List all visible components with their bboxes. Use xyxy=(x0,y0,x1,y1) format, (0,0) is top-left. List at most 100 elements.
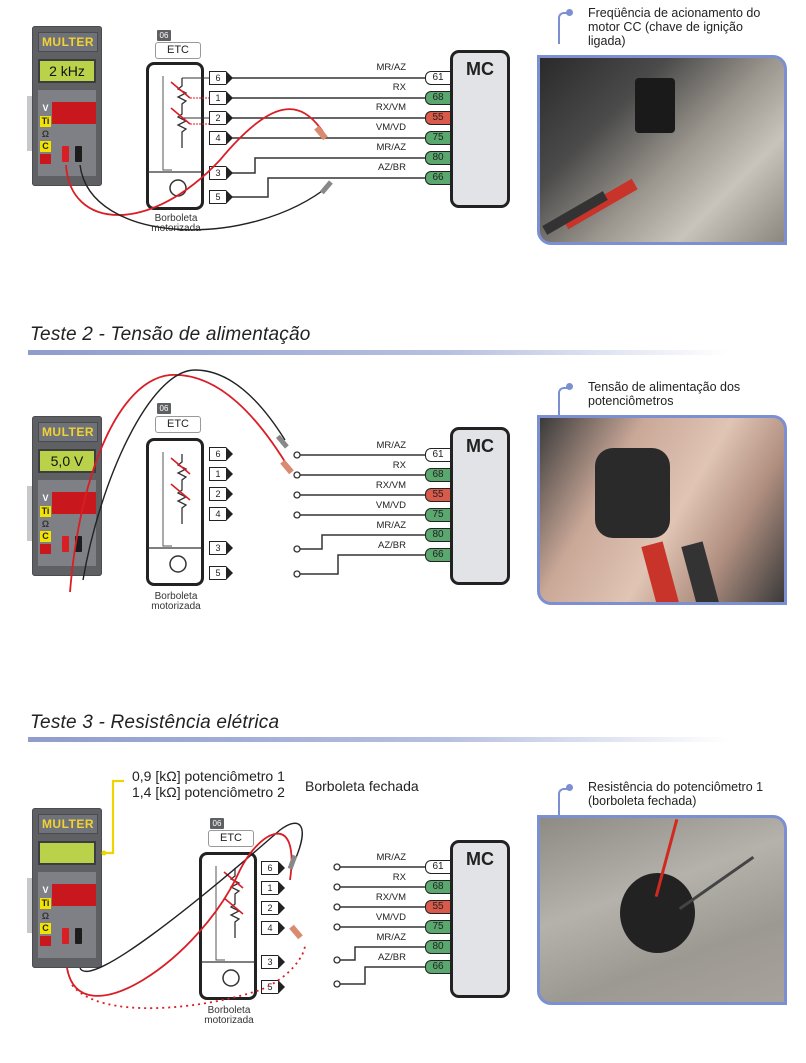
meter-button-ti[interactable]: Ti xyxy=(40,116,51,127)
meter-brand: MULTER xyxy=(38,32,98,52)
photo3-caption-line1: Resistência do potenciômetro 1 xyxy=(588,780,764,794)
etc-pin-4: 4 xyxy=(261,920,285,935)
photo-connector-shape xyxy=(635,78,675,133)
mc-pin-75: 75 xyxy=(425,508,451,522)
mc-pin-75: 75 xyxy=(425,920,451,934)
meter-side-grip xyxy=(27,486,32,541)
meter-display: 2 kHz xyxy=(38,59,96,83)
meter-rpm-button[interactable] xyxy=(40,544,51,554)
photo-probe-connector xyxy=(537,55,787,245)
meter-button-v[interactable]: V xyxy=(42,493,49,503)
wire-66 xyxy=(300,554,425,575)
etc-caption-line1: Borboleta xyxy=(154,213,198,224)
wire-label-rx: RX xyxy=(392,82,406,93)
etc-pin-5: 5 xyxy=(209,565,233,580)
meter-rpm-button[interactable] xyxy=(40,936,51,946)
wire-label-vm-vd: VM/VD xyxy=(375,912,406,923)
etc-pin-4: 4 xyxy=(209,506,233,521)
red-probe-jack xyxy=(62,146,69,162)
etc-pin-4: 4 xyxy=(209,130,233,145)
mc-label: MC xyxy=(466,436,494,456)
etc-throttle-body xyxy=(199,852,257,1000)
caption-connector xyxy=(558,12,570,44)
wire-5-66 xyxy=(232,177,425,198)
photo2-caption-line1: Tensão de alimentação dos xyxy=(588,380,741,394)
test3-title: Teste 3 - Resistência elétrica xyxy=(30,712,280,733)
black-probe-jack xyxy=(75,928,82,944)
wire-label-mr-az-61: MR/AZ xyxy=(376,440,406,451)
etc-number: 06 xyxy=(210,818,224,829)
mc-pin-66: 66 xyxy=(425,960,451,974)
red-probe-tip xyxy=(289,924,303,940)
etc-pin-3: 3 xyxy=(209,540,233,555)
black-probe-wire xyxy=(79,822,303,973)
photo-connector-pins xyxy=(537,415,787,605)
etc-number: 06 xyxy=(157,403,171,414)
meter-button-c[interactable]: C xyxy=(40,531,51,542)
mc-pin-66: 66 xyxy=(425,548,451,562)
caption-bullet-icon xyxy=(566,784,573,791)
wire-label-vm-vd: VM/VD xyxy=(375,122,406,133)
red-probe-jack xyxy=(62,928,69,944)
red-probe-dotted-wire xyxy=(71,944,306,1010)
mc-pin-68: 68 xyxy=(425,91,451,105)
meter-button-ohm[interactable]: Ω xyxy=(41,519,50,529)
caption-bullet-icon xyxy=(566,383,573,390)
meter-button-c[interactable]: C xyxy=(40,923,51,934)
etc-pin-3: 3 xyxy=(261,954,285,969)
etc-pin-2: 2 xyxy=(261,900,285,915)
meter-rpm-button[interactable] xyxy=(40,154,51,164)
mc-label: MC xyxy=(466,59,494,79)
caption-connector xyxy=(558,387,570,419)
reading-pot2: 1,4 [kΩ] potenciômetro 2 xyxy=(132,784,285,800)
pot-wiper xyxy=(170,81,191,125)
red-probe-wire xyxy=(66,832,293,997)
meter-button-v[interactable]: V xyxy=(42,885,49,895)
photo2-caption: Tensão de alimentação dos potenciômetros xyxy=(588,380,740,408)
meter-button-ti[interactable]: Ti xyxy=(40,506,51,517)
meter-button-v[interactable]: V xyxy=(42,103,49,113)
wire-label-rx-vm: RX/VM xyxy=(375,480,406,491)
meter-button-ohm[interactable]: Ω xyxy=(41,129,50,139)
etc-caption-line1: Borboleta xyxy=(154,591,198,602)
red-probe-wire xyxy=(65,108,326,216)
black-probe-wire xyxy=(79,164,331,231)
multimeter: MULTER V Ti Ω C xyxy=(27,808,102,968)
meter-panel: V Ti Ω C xyxy=(38,872,96,958)
mc-module: MC xyxy=(450,50,510,208)
wire-label-az-br: AZ/BR xyxy=(378,952,406,963)
etc-pin-1: 1 xyxy=(209,466,233,481)
wire-label-mr-az-80: MR/AZ xyxy=(376,142,406,153)
mc-pin-75: 75 xyxy=(425,131,451,145)
etc-caption-line2: motorizada xyxy=(204,1015,254,1026)
throttle-state-label: Borboleta fechada xyxy=(305,778,419,794)
meter-brand: MULTER xyxy=(38,814,98,834)
mc-pin-55: 55 xyxy=(425,488,451,502)
etc-pin-6: 6 xyxy=(261,860,285,875)
etc-throttle-body xyxy=(146,62,204,210)
mc-pin-61: 61 xyxy=(425,860,451,874)
mc-label: MC xyxy=(466,849,494,869)
meter-button-c[interactable]: C xyxy=(40,141,51,152)
etc-caption: Borboleta motorizada xyxy=(136,592,216,612)
meter-display xyxy=(38,841,96,865)
meter-panel: V Ti Ω C xyxy=(38,90,96,176)
meter-red-panel xyxy=(52,102,96,124)
red-probe-wire xyxy=(69,374,291,593)
etc-caption-line2: motorizada xyxy=(151,601,201,612)
etc-throttle-body xyxy=(146,438,204,586)
black-probe-tip xyxy=(287,854,298,870)
mc-pin-80: 80 xyxy=(425,940,451,954)
black-probe-jack xyxy=(75,536,82,552)
multimeter: MULTER 2 kHz V Ti Ω C xyxy=(27,26,102,186)
etc-pin-3: 3 xyxy=(209,165,233,180)
reading-callout-line xyxy=(104,779,124,855)
meter-button-ti[interactable]: Ti xyxy=(40,898,51,909)
red-probe-tip xyxy=(280,459,294,475)
etc-pin-5: 5 xyxy=(209,189,233,204)
wire-label-rx-vm: RX/VM xyxy=(375,102,406,113)
test3-title-underline xyxy=(28,737,728,742)
etc-pin-2: 2 xyxy=(209,110,233,125)
wire-label-vm-vd: VM/VD xyxy=(375,500,406,511)
meter-button-ohm[interactable]: Ω xyxy=(41,911,50,921)
